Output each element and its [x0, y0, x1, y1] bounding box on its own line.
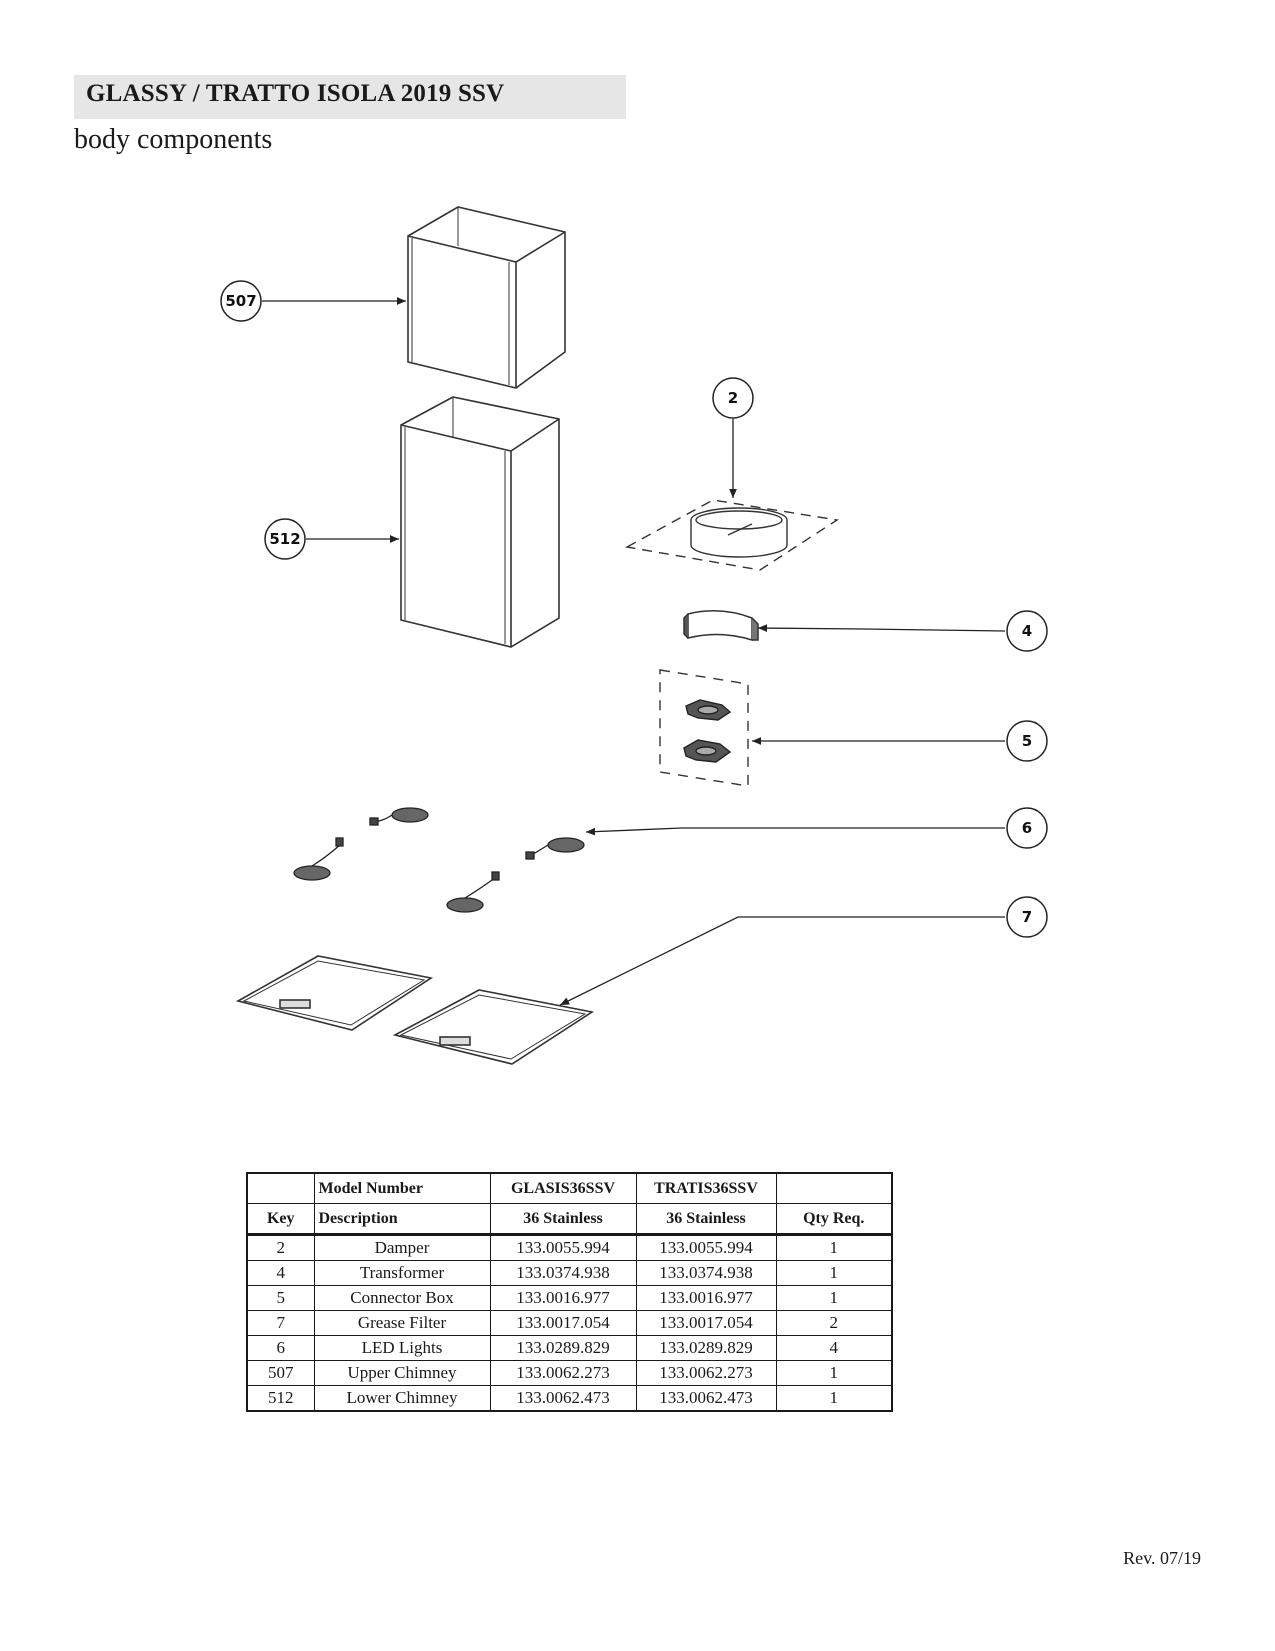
table-row: 2 Damper 133.0055.994 133.0055.994 1 — [246, 1234, 893, 1261]
part-number-cell: 133.0062.273 — [489, 1360, 637, 1386]
header-cell: 36 Stainless — [489, 1203, 637, 1236]
qty-cell: 1 — [775, 1234, 893, 1261]
revision-label: Rev. 07/19 — [1123, 1548, 1201, 1568]
callout-6-circle — [1006, 807, 1048, 849]
callout-4-circle — [1006, 610, 1048, 652]
table-header-row: Model Number GLASIS36SSV TRATIS36SSV — [246, 1172, 893, 1204]
qty-cell: 1 — [775, 1285, 893, 1311]
key-cell: 4 — [246, 1260, 315, 1286]
transformer-part — [683, 610, 759, 642]
callout-2-label: 2 — [728, 389, 738, 407]
key-cell: 6 — [246, 1335, 315, 1361]
key-cell: 512 — [246, 1385, 315, 1412]
callout-512-circle — [264, 518, 306, 560]
lower-chimney-part — [400, 396, 560, 648]
description-cell: LED Lights — [313, 1335, 491, 1361]
part-number-cell: 133.0017.054 — [489, 1310, 637, 1336]
header-cell: Qty Req. — [775, 1203, 893, 1236]
part-number-cell: 133.0055.994 — [489, 1234, 637, 1261]
callout-507-circle — [220, 280, 262, 322]
header-cell: GLASIS36SSV — [489, 1172, 637, 1204]
part-number-cell: 133.0062.273 — [635, 1360, 777, 1386]
led-lights-part — [293, 807, 585, 913]
header-cell — [246, 1172, 315, 1204]
description-cell: Connector Box — [313, 1285, 491, 1311]
part-number-cell: 133.0374.938 — [489, 1260, 637, 1286]
damper-part — [624, 499, 839, 571]
grease-filters-part — [235, 955, 595, 1065]
table-row: 7 Grease Filter 133.0017.054 133.0017.05… — [246, 1310, 893, 1336]
header-cell: 36 Stainless — [635, 1203, 777, 1236]
part-number-cell: 133.0062.473 — [489, 1385, 637, 1412]
page-title: GLASSY / TRATTO ISOLA 2019 SSV — [86, 80, 505, 107]
qty-cell: 2 — [775, 1310, 893, 1336]
qty-cell: 4 — [775, 1335, 893, 1361]
description-cell: Grease Filter — [313, 1310, 491, 1336]
header-cell: Description — [313, 1203, 491, 1236]
part-number-cell: 133.0289.829 — [635, 1335, 777, 1361]
callout-7-label: 7 — [1022, 908, 1032, 926]
description-cell: Upper Chimney — [313, 1360, 491, 1386]
qty-cell: 1 — [775, 1385, 893, 1412]
table-row: 512 Lower Chimney 133.0062.473 133.0062.… — [246, 1385, 893, 1412]
connector-box-part — [659, 669, 749, 787]
part-number-cell: 133.0062.473 — [635, 1385, 777, 1412]
key-cell: 507 — [246, 1360, 315, 1386]
key-cell: 2 — [246, 1234, 315, 1261]
part-number-cell: 133.0374.938 — [635, 1260, 777, 1286]
table-row: 5 Connector Box 133.0016.977 133.0016.97… — [246, 1285, 893, 1311]
part-number-cell: 133.0016.977 — [635, 1285, 777, 1311]
qty-cell: 1 — [775, 1260, 893, 1286]
callout-7-circle — [1006, 896, 1048, 938]
header-cell: Model Number — [313, 1172, 491, 1204]
description-cell: Lower Chimney — [313, 1385, 491, 1412]
description-cell: Damper — [313, 1234, 491, 1261]
table-row: 4 Transformer 133.0374.938 133.0374.938 … — [246, 1260, 893, 1286]
part-number-cell: 133.0017.054 — [635, 1310, 777, 1336]
part-number-cell: 133.0016.977 — [489, 1285, 637, 1311]
title-bar — [74, 75, 626, 119]
exploded-parts-diagram: 507 512 2 4 5 6 7 — [220, 206, 1048, 1065]
callout-507-label: 507 — [225, 292, 256, 310]
table-header-row: Key Description 36 Stainless 36 Stainles… — [246, 1203, 893, 1236]
qty-cell: 1 — [775, 1360, 893, 1386]
header-cell — [775, 1172, 893, 1204]
callout-4-label: 4 — [1022, 622, 1032, 640]
upper-chimney-part — [407, 206, 566, 389]
part-number-cell: 133.0055.994 — [635, 1234, 777, 1261]
parts-table: Model Number GLASIS36SSV TRATIS36SSV Key… — [246, 1172, 893, 1412]
callout-5-label: 5 — [1022, 732, 1032, 750]
table-row: 6 LED Lights 133.0289.829 133.0289.829 4 — [246, 1335, 893, 1361]
callout-512-label: 512 — [269, 530, 300, 548]
description-cell: Transformer — [313, 1260, 491, 1286]
table-row: 507 Upper Chimney 133.0062.273 133.0062.… — [246, 1360, 893, 1386]
callout-2-circle — [712, 377, 754, 419]
part-number-cell: 133.0289.829 — [489, 1335, 637, 1361]
key-cell: 5 — [246, 1285, 315, 1311]
header-cell: TRATIS36SSV — [635, 1172, 777, 1204]
callout-6-label: 6 — [1022, 819, 1032, 837]
header-cell: Key — [246, 1203, 315, 1236]
key-cell: 7 — [246, 1310, 315, 1336]
callout-5-circle — [1006, 720, 1048, 762]
page-subtitle: body components — [74, 124, 273, 155]
